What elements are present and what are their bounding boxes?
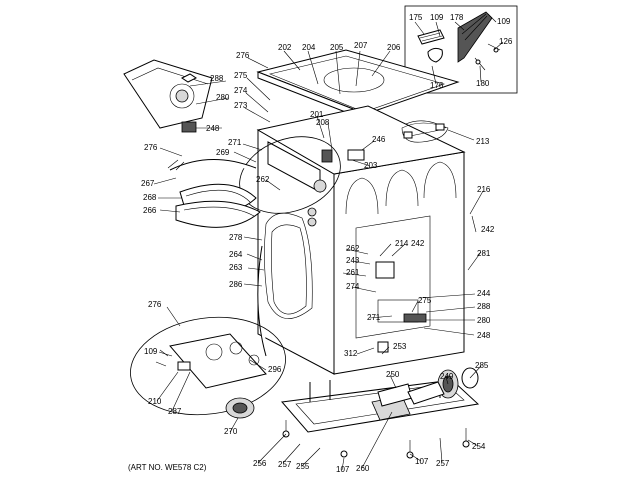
callout: 253 bbox=[393, 342, 407, 351]
callout: 276 bbox=[148, 300, 162, 309]
leader-lines bbox=[153, 13, 504, 471]
callout: 296 bbox=[268, 365, 282, 374]
callout: 244 bbox=[477, 289, 491, 298]
callout: 276 bbox=[236, 51, 250, 60]
callout: 287 bbox=[168, 407, 182, 416]
callout: 273 bbox=[234, 101, 248, 110]
inset-detail bbox=[404, 5, 518, 94]
callout: 248 bbox=[477, 331, 491, 340]
callout: 256 bbox=[253, 459, 267, 468]
callout: 263 bbox=[229, 263, 243, 272]
callout: 281 bbox=[477, 249, 491, 258]
callout: 216 bbox=[477, 185, 491, 194]
callout: 202 bbox=[278, 43, 292, 52]
callout: 201 bbox=[310, 110, 324, 119]
callout: 266 bbox=[143, 206, 157, 215]
callout: 246 bbox=[372, 135, 386, 144]
callout: 248 bbox=[206, 124, 220, 133]
callout: 180 bbox=[476, 79, 490, 88]
callout: 109 bbox=[144, 347, 158, 356]
callout: 262 bbox=[346, 244, 360, 253]
callout: 280 bbox=[477, 316, 491, 325]
callout: 242 bbox=[411, 239, 425, 248]
callout: 176 bbox=[430, 81, 444, 90]
callout: 275 bbox=[418, 296, 432, 305]
callout: 257 bbox=[278, 460, 292, 469]
callout: 250 bbox=[386, 370, 400, 379]
callout: 205 bbox=[330, 43, 344, 52]
callout: 255 bbox=[296, 462, 310, 471]
callout: 243 bbox=[346, 256, 360, 265]
callout: 262 bbox=[256, 175, 270, 184]
callout: 207 bbox=[354, 41, 368, 50]
callout: 249 bbox=[440, 372, 454, 381]
wire-harness bbox=[401, 120, 449, 143]
callout: 206 bbox=[387, 43, 401, 52]
callout: 288 bbox=[477, 302, 491, 311]
callout: 254 bbox=[472, 442, 486, 451]
callout: 270 bbox=[224, 427, 238, 436]
detail-ellipse-lower bbox=[130, 316, 286, 419]
callout: 260 bbox=[356, 464, 370, 473]
callout: 275 bbox=[234, 71, 248, 80]
callout: 286 bbox=[229, 280, 243, 289]
callout: 274 bbox=[346, 282, 360, 291]
callout-labels: 175 109 178 109 126 176 180 202 204 205 … bbox=[141, 13, 513, 474]
callout: 109 bbox=[430, 13, 444, 22]
callout: 274 bbox=[234, 86, 248, 95]
callout: 208 bbox=[316, 118, 330, 127]
callout: 261 bbox=[346, 268, 360, 277]
callout: 107 bbox=[336, 465, 350, 474]
callout: 214 bbox=[395, 239, 409, 248]
callout: 126 bbox=[499, 37, 513, 46]
callout: 268 bbox=[143, 193, 157, 202]
callout: 278 bbox=[229, 233, 243, 242]
callout: 257 bbox=[436, 459, 450, 468]
callout: 107 bbox=[415, 457, 429, 466]
art-number: (ART NO. WE578 C2) bbox=[128, 463, 207, 472]
hoses-left bbox=[167, 159, 267, 357]
cabinet bbox=[256, 105, 466, 375]
callout: 267 bbox=[141, 179, 155, 188]
callout: 203 bbox=[364, 161, 378, 170]
callout: 109 bbox=[497, 17, 511, 26]
callout: 276 bbox=[144, 143, 158, 152]
callout: 280 bbox=[216, 93, 230, 102]
callout: 242 bbox=[481, 225, 495, 234]
callout: 285 bbox=[475, 361, 489, 370]
callout: 210 bbox=[148, 397, 162, 406]
callout: 312 bbox=[344, 349, 358, 358]
control-panel bbox=[123, 59, 213, 133]
callout: 288 bbox=[210, 74, 224, 83]
callout: 178 bbox=[450, 13, 464, 22]
callout: 271 bbox=[228, 138, 242, 147]
callout: 264 bbox=[229, 250, 243, 259]
callout: 269 bbox=[216, 148, 230, 157]
callout: 213 bbox=[476, 137, 490, 146]
callout: 175 bbox=[409, 13, 423, 22]
callout: 271 bbox=[367, 313, 381, 322]
callout: 204 bbox=[302, 43, 316, 52]
